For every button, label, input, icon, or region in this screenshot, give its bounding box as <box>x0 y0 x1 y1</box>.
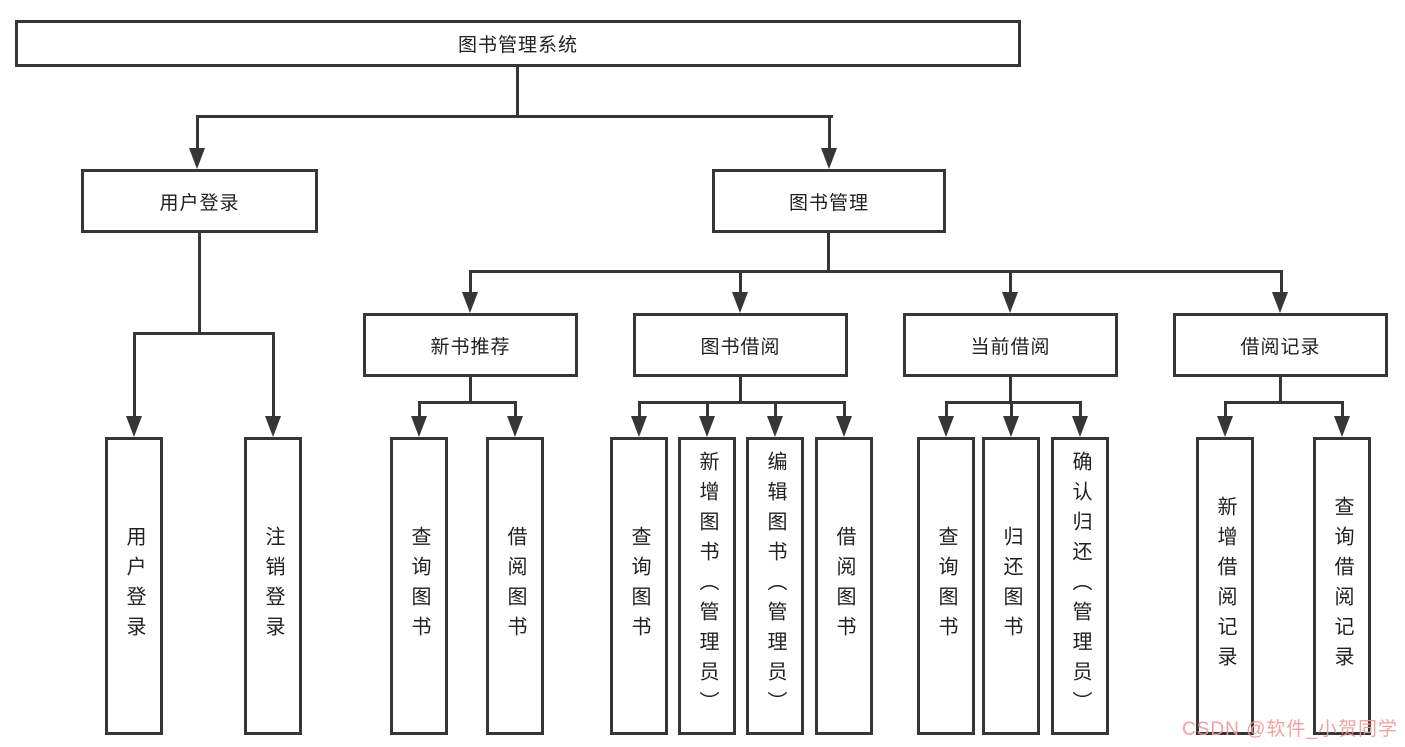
arrow-down-icon <box>767 416 783 437</box>
connector-line <box>1010 401 1013 416</box>
connector-line <box>272 332 275 417</box>
connector-line <box>828 115 831 149</box>
leaf-add-borrow-record: 新增借阅记录 <box>1196 437 1254 735</box>
leaf-query-borrow-record: 查询借阅记录 <box>1313 437 1371 735</box>
arrow-down-icon <box>938 416 954 437</box>
connector-line <box>469 377 472 404</box>
leaf-label: 查询图书 <box>935 526 957 646</box>
leaf-borrow-books-recommend: 借阅图书 <box>486 437 544 735</box>
arrow-down-icon <box>836 416 852 437</box>
leaf-add-book-admin: 新增图书（管理员） <box>678 437 736 735</box>
node-label: 图书管理系统 <box>457 35 578 56</box>
connector-line <box>1341 401 1344 416</box>
connector-line <box>945 401 948 416</box>
node-label: 图书借阅 <box>700 336 781 358</box>
connector-line <box>1079 401 1082 416</box>
connector-line <box>638 401 641 416</box>
connector-line <box>196 115 199 149</box>
leaf-label: 借阅图书 <box>833 526 855 646</box>
connector-line <box>1009 270 1012 294</box>
connector-line <box>827 233 830 273</box>
node-label: 当前借阅 <box>970 336 1051 358</box>
connector-line <box>1009 377 1012 404</box>
connector-line <box>638 401 845 404</box>
connector-line <box>1280 270 1283 294</box>
connector-line <box>469 270 472 294</box>
node-label: 用户登录 <box>159 192 240 214</box>
node-current-borrow: 当前借阅 <box>903 313 1118 377</box>
arrow-down-icon <box>1072 416 1088 437</box>
leaf-label: 借阅图书 <box>504 526 526 646</box>
connector-line <box>514 401 517 416</box>
leaf-label: 确认归还（管理员） <box>1069 451 1091 721</box>
connector-line <box>739 270 742 294</box>
arrow-down-icon <box>462 292 478 313</box>
node-book-borrow: 图书借阅 <box>633 313 848 377</box>
arrow-down-icon <box>126 416 142 437</box>
arrow-down-icon <box>732 292 748 313</box>
arrow-down-icon <box>1003 416 1019 437</box>
connector-line <box>945 401 1081 404</box>
leaf-logout: 注销登录 <box>244 437 302 735</box>
leaf-label: 用户登录 <box>123 526 145 646</box>
connector-line <box>516 67 519 118</box>
leaf-label: 查询借阅记录 <box>1331 496 1353 676</box>
leaf-label: 新增图书（管理员） <box>696 451 718 721</box>
node-user-login: 用户登录 <box>81 169 318 233</box>
leaf-query-books-current: 查询图书 <box>917 437 975 735</box>
leaf-label: 新增借阅记录 <box>1214 496 1236 676</box>
node-new-book-recommend: 新书推荐 <box>363 313 578 377</box>
arrow-down-icon <box>411 416 427 437</box>
arrow-down-icon <box>1002 292 1018 313</box>
connector-line <box>198 233 201 335</box>
connector-line <box>469 270 1282 273</box>
node-label: 新书推荐 <box>430 336 511 358</box>
leaf-label: 查询图书 <box>408 526 430 646</box>
connector-line <box>1224 401 1227 416</box>
leaf-borrow-books: 借阅图书 <box>815 437 873 735</box>
leaf-user-login: 用户登录 <box>105 437 163 735</box>
arrow-down-icon <box>821 148 837 169</box>
arrow-down-icon <box>1334 416 1350 437</box>
leaf-return-book: 归还图书 <box>982 437 1040 735</box>
arrow-down-icon <box>189 148 205 169</box>
connector-line <box>418 401 421 416</box>
leaf-query-books-borrow: 查询图书 <box>610 437 668 735</box>
node-borrow-records: 借阅记录 <box>1173 313 1388 377</box>
leaf-label: 归还图书 <box>1000 526 1022 646</box>
leaf-label: 注销登录 <box>262 526 284 646</box>
node-book-management: 图书管理 <box>712 169 946 233</box>
connector-line <box>196 115 833 118</box>
leaf-label: 编辑图书（管理员） <box>764 451 786 721</box>
connector-line <box>774 401 777 416</box>
connector-line <box>706 401 709 416</box>
leaf-query-books-recommend: 查询图书 <box>390 437 448 735</box>
connector-line <box>418 401 517 404</box>
arrow-down-icon <box>631 416 647 437</box>
leaf-label: 查询图书 <box>628 526 650 646</box>
connector-line <box>1279 377 1282 404</box>
node-label: 借阅记录 <box>1240 336 1321 358</box>
arrow-down-icon <box>1217 416 1233 437</box>
connector-line <box>739 377 742 404</box>
arrow-down-icon <box>699 416 715 437</box>
connector-line <box>1224 401 1343 404</box>
node-label: 图书管理 <box>788 192 869 214</box>
connector-line <box>843 401 846 416</box>
connector-line <box>133 332 136 417</box>
leaf-edit-book-admin: 编辑图书（管理员） <box>746 437 804 735</box>
leaf-confirm-return-admin: 确认归还（管理员） <box>1051 437 1109 735</box>
arrow-down-icon <box>1272 292 1288 313</box>
connector-line <box>133 332 275 335</box>
arrow-down-icon <box>265 416 281 437</box>
csdn-watermark: CSDN @软件_小贺同学 <box>1182 719 1398 740</box>
arrow-down-icon <box>507 416 523 437</box>
node-library-management-system: 图书管理系统 <box>15 20 1021 67</box>
